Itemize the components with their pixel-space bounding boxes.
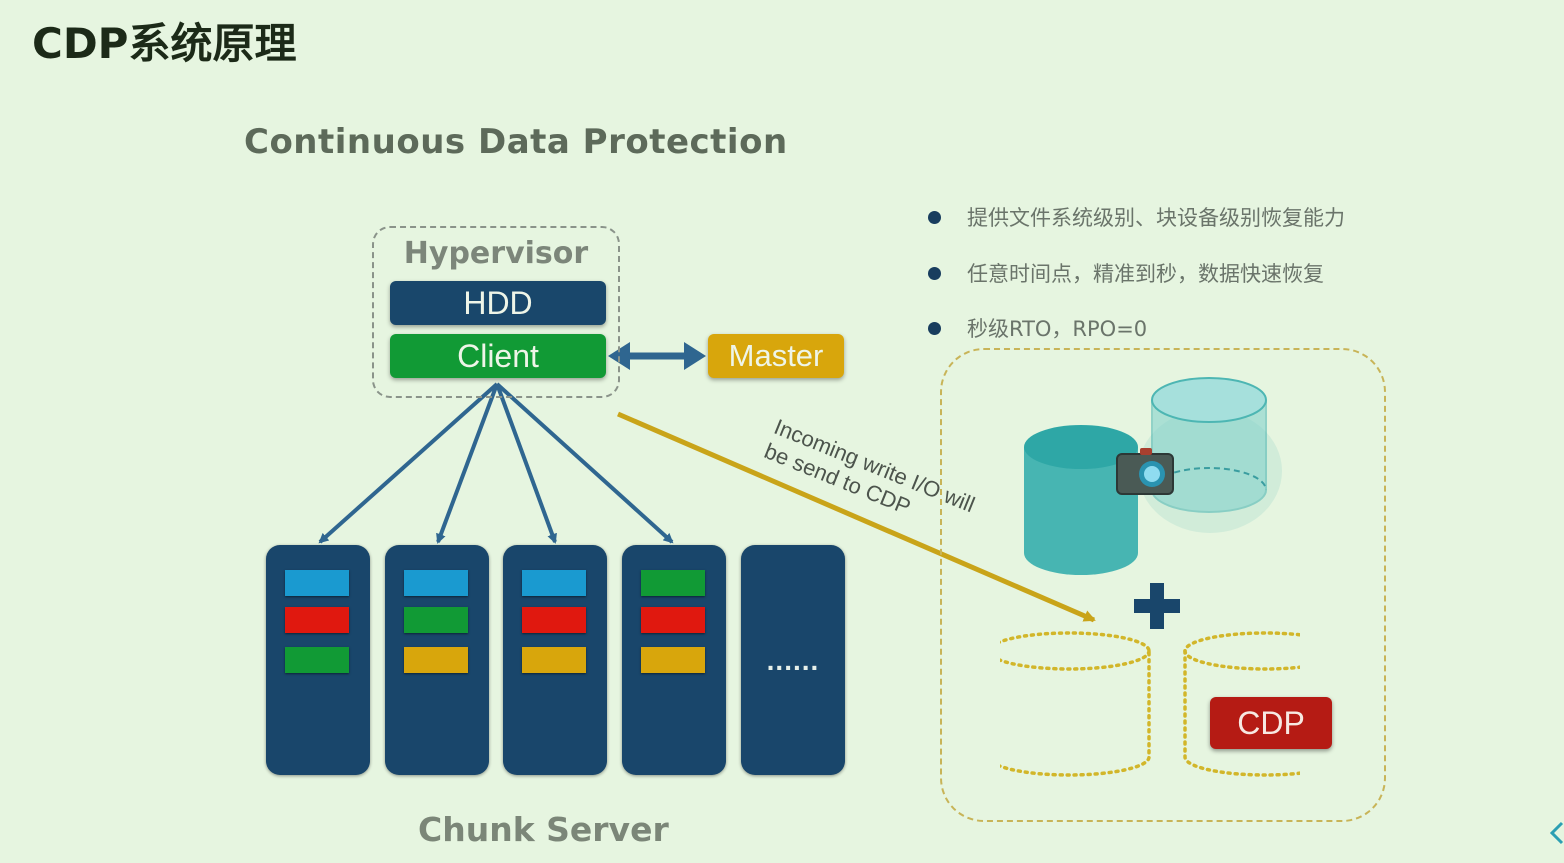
previous-slide-icon[interactable] bbox=[1550, 821, 1564, 845]
data-chunk bbox=[285, 570, 349, 596]
data-chunk bbox=[641, 647, 705, 673]
volume-cylinder-icon bbox=[1024, 425, 1138, 575]
slide-subtitle: Continuous Data Protection bbox=[244, 122, 788, 162]
bullet-icon bbox=[928, 210, 941, 224]
cdp-volume-outline-icon bbox=[1183, 631, 1300, 777]
arrow-client-to-server-3 bbox=[495, 383, 557, 544]
hypervisor-label: Hypervisor bbox=[403, 236, 589, 271]
data-chunk bbox=[285, 647, 349, 673]
feature-item: 秒级RTO，RPO=0 bbox=[928, 313, 1147, 343]
data-chunk bbox=[285, 607, 349, 633]
data-chunk bbox=[404, 647, 468, 673]
arrow-write-io-to-cdp bbox=[617, 411, 1096, 623]
hypervisor-group bbox=[372, 226, 620, 398]
bullet-icon bbox=[928, 266, 941, 280]
cdp-badge: CDP bbox=[1210, 697, 1332, 749]
arrow-client-to-server-1 bbox=[318, 382, 499, 544]
chunk-server-4 bbox=[622, 545, 726, 775]
data-chunk bbox=[522, 570, 586, 596]
master-block: Master bbox=[708, 334, 844, 378]
feature-item: 提供文件系统级别、块设备级别恢复能力 bbox=[928, 202, 1345, 232]
arrow-client-master bbox=[608, 342, 706, 370]
hdd-block: HDD bbox=[390, 281, 606, 325]
cdp-panel bbox=[940, 348, 1386, 822]
data-chunk bbox=[641, 607, 705, 633]
data-chunk bbox=[641, 570, 705, 596]
client-block: Client bbox=[390, 334, 606, 378]
base-volume-outline-icon bbox=[1000, 631, 1151, 777]
plus-icon bbox=[1134, 583, 1180, 629]
data-chunk bbox=[522, 647, 586, 673]
chunk-server-5: ...... bbox=[741, 545, 845, 775]
snapshot-cylinder-icon bbox=[1138, 377, 1282, 533]
chunk-server-3 bbox=[503, 545, 607, 775]
chunk-server-2 bbox=[385, 545, 489, 775]
data-chunk bbox=[404, 607, 468, 633]
data-chunk bbox=[404, 570, 468, 596]
chunk-server-label: Chunk Server bbox=[418, 810, 669, 849]
chunk-server-1 bbox=[266, 545, 370, 775]
data-chunk bbox=[522, 607, 586, 633]
arrow-client-to-server-2 bbox=[436, 383, 499, 544]
cdp-illustration bbox=[1000, 377, 1300, 777]
more-servers-ellipsis: ...... bbox=[766, 645, 820, 676]
bullet-icon bbox=[928, 321, 941, 335]
slide-title: CDP系统原理 bbox=[32, 19, 297, 68]
feature-item: 任意时间点，精准到秒，数据快速恢复 bbox=[928, 258, 1324, 288]
camera-icon bbox=[1116, 448, 1174, 495]
arrow-client-to-server-4 bbox=[495, 382, 674, 544]
